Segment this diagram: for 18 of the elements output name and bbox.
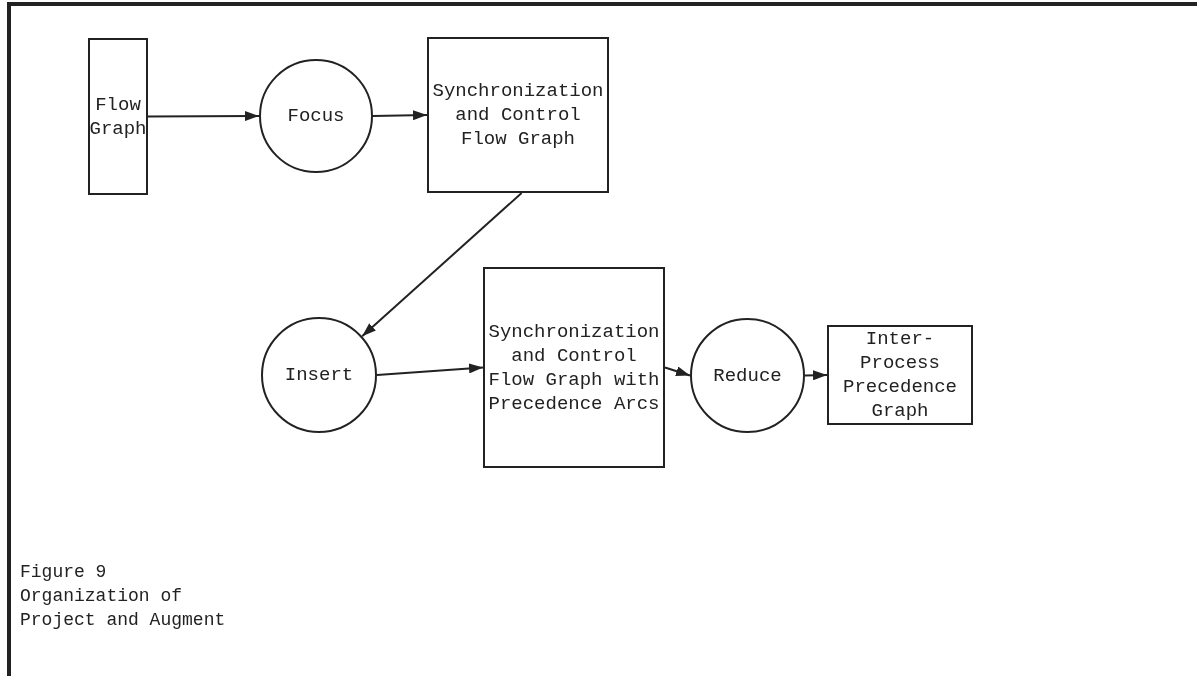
data-box [88, 38, 148, 195]
node-label: Synchronization and Control Flow Graph [431, 79, 605, 151]
figure-caption: Figure 9 Organization of Project and Augment [20, 561, 227, 632]
node-label: Reduce [713, 363, 782, 388]
data-box [483, 267, 665, 468]
arrow [376, 363, 484, 376]
node-label: Inter- Process Precedence Graph [842, 327, 958, 423]
node-label: Synchronization and Control Flow Graph with Precedence Arcs [487, 319, 661, 416]
node-label: Insert [284, 363, 354, 387]
arrow [147, 111, 260, 122]
arrow [361, 192, 523, 338]
arrow [664, 366, 691, 377]
data-box [827, 325, 973, 425]
node-label: Focus [287, 104, 345, 128]
arrow [804, 370, 828, 381]
data-box [427, 37, 609, 193]
arrow [372, 110, 428, 121]
node-label: Flow Graph [89, 92, 147, 141]
